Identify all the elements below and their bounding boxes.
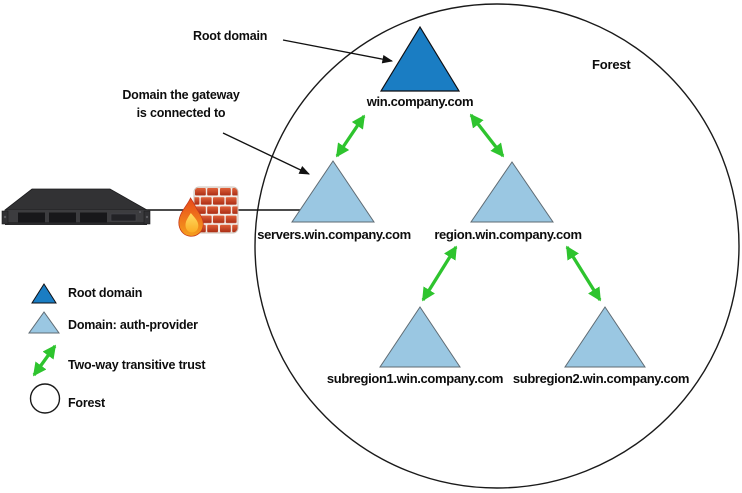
trust-arrow-region-subregion2: [565, 245, 602, 302]
trust-arrow-win-region: [469, 113, 505, 158]
root-domain-callout-arrow: [282, 39, 394, 64]
legend-two-way-trust-arrow: [32, 344, 57, 377]
domain-triangle-subregion1: [379, 306, 461, 368]
legend: [28, 283, 61, 414]
domain-triangle-subregion2: [564, 306, 646, 368]
domain-label-region: region.win.company.com: [434, 227, 581, 242]
trust-arrows: [335, 113, 602, 302]
domain-label-win: win.company.com: [366, 94, 473, 109]
domain-triangle-region: [470, 161, 554, 223]
trust-arrow-win-servers: [335, 114, 366, 158]
trust-arrow-region-subregion1: [421, 245, 458, 302]
root-domain-triangle-win: [379, 25, 461, 92]
domain-label-subregion2: subregion2.win.company.com: [513, 371, 689, 386]
legend-label-auth-provider: Domain: auth-provider: [68, 318, 198, 332]
legend-forest-circle: [29, 383, 61, 414]
forest-label: Forest: [592, 57, 631, 72]
firewall-icon: [178, 186, 239, 237]
callout-gateway-line2: is connected to: [137, 106, 226, 120]
legend-auth-provider-triangle: [28, 311, 60, 334]
domain-label-subregion1: subregion1.win.company.com: [327, 371, 503, 386]
domain-label-servers: servers.win.company.com: [257, 227, 411, 242]
rack-server-icon: [1, 188, 151, 225]
callout-root-domain: Root domain: [193, 29, 267, 43]
callout-gateway-line1: Domain the gateway: [122, 88, 240, 102]
legend-root-domain-triangle: [31, 283, 57, 304]
forest-boundary-circle: [254, 3, 740, 489]
gateway-callout-arrow: [222, 132, 310, 175]
legend-label-two-way-trust: Two-way transitive trust: [68, 358, 206, 372]
domain-triangle-servers: [291, 160, 375, 223]
legend-label-root-domain: Root domain: [68, 286, 142, 300]
legend-label-forest: Forest: [68, 396, 106, 410]
